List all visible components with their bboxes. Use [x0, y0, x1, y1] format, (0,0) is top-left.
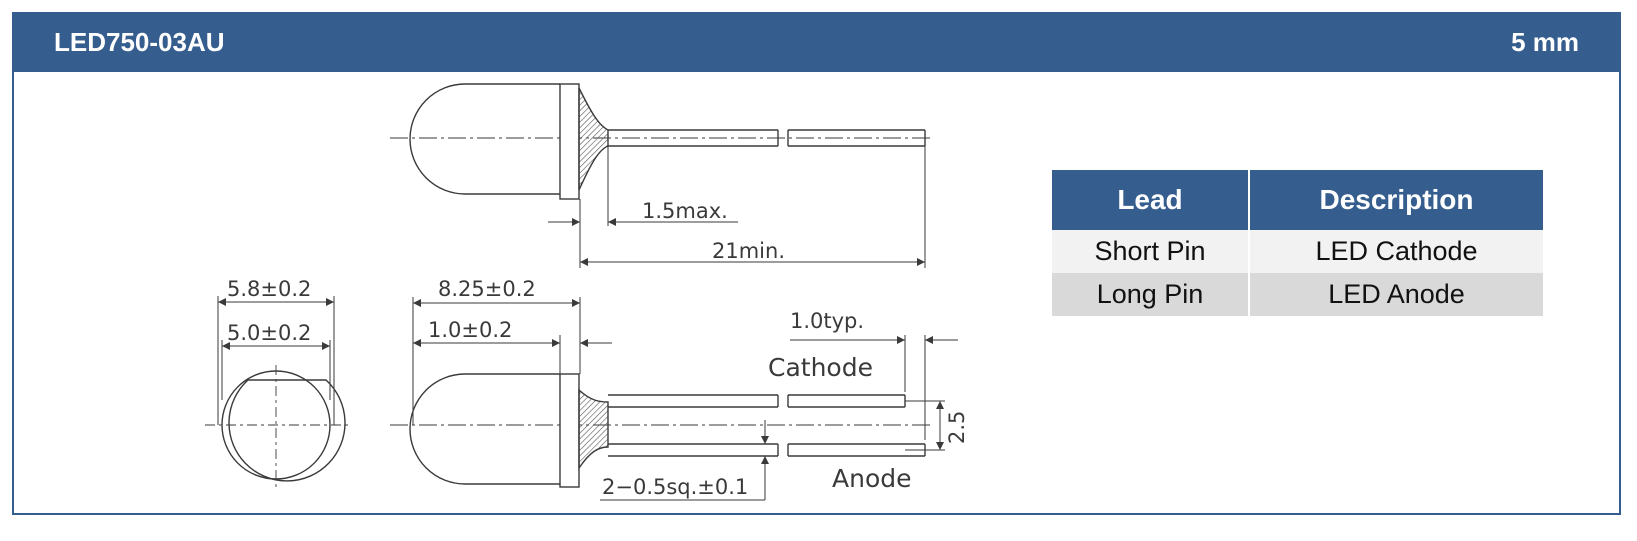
package-size: 5 mm: [1511, 27, 1579, 57]
lead-fillet-top: [578, 87, 609, 191]
header-bar: LED750-03AU 5 mm: [14, 14, 1619, 72]
lead-fillet-bottom: [578, 388, 609, 471]
led-dome-top: [409, 83, 560, 195]
label-cathode: Cathode: [768, 353, 873, 382]
dim-flange-dia: 5.8±0.2: [227, 277, 311, 301]
table-header-row: Lead Description: [1052, 170, 1543, 230]
dim-body-dia: 5.0±0.2: [227, 321, 311, 345]
header-description: Description: [1249, 170, 1543, 230]
led-flange-top: [559, 83, 580, 200]
dim-flange-thickness: 1.0±0.2: [428, 318, 512, 342]
pin-description-table: Lead Description Short Pin LED Cathode L…: [1052, 170, 1543, 316]
led-flange-bottom: [559, 373, 580, 488]
cell-lead: Long Pin: [1052, 273, 1250, 316]
part-number: LED750-03AU: [54, 27, 225, 57]
dim-pitch: 2.5: [945, 411, 969, 444]
dim-body-length: 8.25±0.2: [438, 277, 536, 301]
front-outer-rim: [228, 379, 346, 482]
table-row: Long Pin LED Anode: [1052, 273, 1543, 316]
header-lead: Lead: [1052, 170, 1250, 230]
label-anode: Anode: [832, 464, 912, 493]
front-view: [205, 296, 348, 488]
dim-lead-gap: 1.5max.: [642, 199, 728, 223]
cell-lead: Short Pin: [1052, 230, 1250, 273]
lead-top: [608, 129, 926, 147]
lead-cathode: [608, 394, 906, 408]
cell-description: LED Cathode: [1249, 230, 1543, 273]
side-view-top: [390, 83, 930, 268]
table-row: Short Pin LED Cathode: [1052, 230, 1543, 273]
dim-step: 1.0typ.: [790, 309, 864, 333]
side-view-bottom: [390, 297, 958, 501]
led-dome-bottom: [409, 373, 560, 485]
lead-anode: [608, 443, 926, 457]
dim-lead-length: 21min.: [712, 239, 785, 263]
cell-description: LED Anode: [1249, 273, 1543, 316]
dim-lead-section: 2−0.5sq.±0.1: [602, 475, 748, 499]
